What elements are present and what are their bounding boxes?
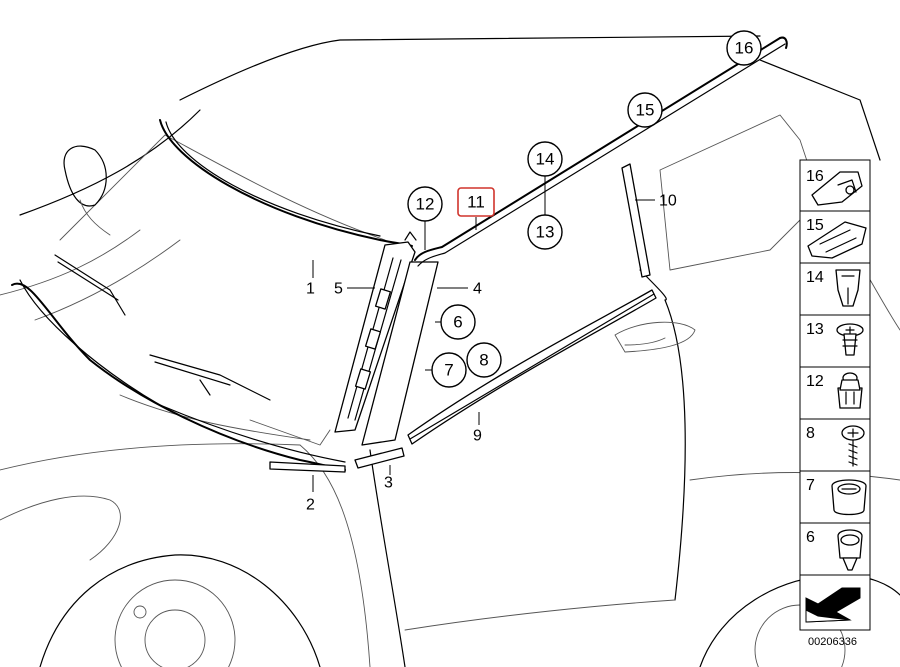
svg-text:7: 7 <box>444 361 453 380</box>
callout-16[interactable]: 16 <box>726 30 762 66</box>
callout-8[interactable]: 8 <box>466 342 502 378</box>
callout-5[interactable]: 5 <box>334 281 343 298</box>
callout-15[interactable]: 15 <box>627 92 663 128</box>
legend-item-16[interactable]: 16 <box>806 168 863 206</box>
fastener-legend: 16 15 14 13 12 <box>799 159 871 631</box>
svg-text:15: 15 <box>636 101 655 120</box>
svg-text:8: 8 <box>479 351 488 370</box>
part-3-small-strip <box>354 447 405 469</box>
callout-14[interactable]: 14 <box>527 141 563 177</box>
part-5-a-pillar-trim <box>334 231 417 433</box>
legend-item-14[interactable]: 14 <box>806 269 861 307</box>
callout-1[interactable]: 1 <box>306 281 315 298</box>
svg-text:14: 14 <box>806 269 824 286</box>
callout-4[interactable]: 4 <box>473 281 482 298</box>
legend-item-15[interactable]: 15 <box>806 217 867 259</box>
callout-6[interactable]: 6 <box>440 304 476 340</box>
svg-text:16: 16 <box>735 39 754 58</box>
legend-item-7[interactable]: 7 <box>806 477 867 516</box>
legend-item-13[interactable]: 13 <box>806 321 864 356</box>
svg-text:5: 5 <box>334 281 343 298</box>
svg-text:9: 9 <box>473 428 482 445</box>
callout-9[interactable]: 9 <box>473 428 482 445</box>
callout-11[interactable]: 11 <box>457 187 495 217</box>
legend-item-12[interactable]: 12 <box>806 372 863 409</box>
arrow-icon <box>805 587 861 623</box>
svg-text:11: 11 <box>467 193 485 212</box>
callout-10[interactable]: 10 <box>659 193 677 210</box>
callout-12[interactable]: 12 <box>407 186 443 222</box>
svg-text:6: 6 <box>806 529 815 546</box>
svg-text:12: 12 <box>806 373 824 390</box>
svg-text:7: 7 <box>806 477 815 494</box>
diagram-reference-number: 00206336 <box>808 636 857 648</box>
svg-text:10: 10 <box>659 193 677 210</box>
svg-text:15: 15 <box>806 217 824 234</box>
callout-7[interactable]: 7 <box>431 352 467 388</box>
svg-text:13: 13 <box>806 321 824 338</box>
svg-text:14: 14 <box>536 150 555 169</box>
part-11-roof-moulding <box>414 36 788 267</box>
svg-text:8: 8 <box>806 425 815 442</box>
legend-item-6[interactable]: 6 <box>806 529 863 571</box>
part-10-b-pillar-strip <box>621 163 651 278</box>
svg-text:6: 6 <box>453 313 462 332</box>
part-2-lower-strip <box>11 282 346 471</box>
part-9-door-moulding <box>407 289 657 445</box>
callout-3[interactable]: 3 <box>384 475 393 492</box>
part-1-windshield-seal <box>159 119 413 247</box>
legend-item-8[interactable]: 8 <box>806 425 865 467</box>
car-body-outline <box>0 35 900 667</box>
part-4-pillar-cover <box>361 261 439 446</box>
callout-2[interactable]: 2 <box>306 497 315 514</box>
svg-text:2: 2 <box>306 497 315 514</box>
svg-text:1: 1 <box>306 281 315 298</box>
callout-13[interactable]: 13 <box>527 214 563 250</box>
svg-text:16: 16 <box>806 168 824 185</box>
svg-text:12: 12 <box>416 195 435 214</box>
svg-text:13: 13 <box>536 223 555 242</box>
svg-text:3: 3 <box>384 475 393 492</box>
svg-text:4: 4 <box>473 281 482 298</box>
